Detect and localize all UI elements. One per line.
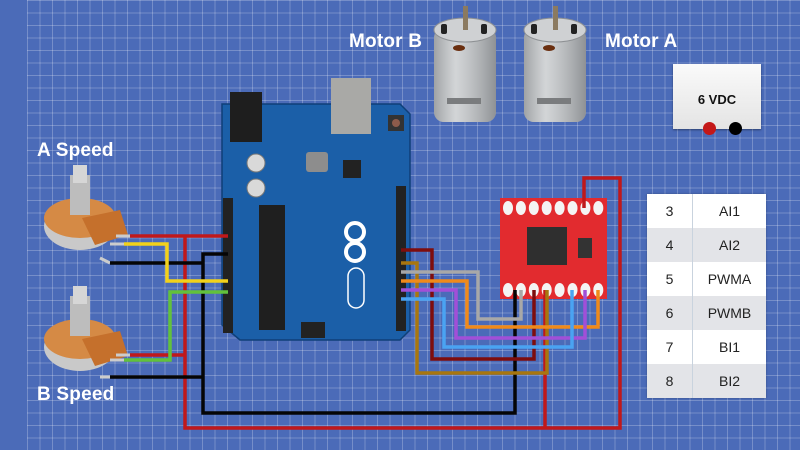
driver-chip bbox=[527, 227, 567, 265]
arduino-uno-board bbox=[221, 78, 411, 341]
pin5-wire bbox=[401, 279, 600, 329]
a1-wire bbox=[124, 290, 228, 362]
pin8-wire bbox=[401, 248, 536, 361]
pin-signal: PWMB bbox=[692, 296, 766, 330]
pin3-wire bbox=[401, 290, 574, 349]
positive-terminal bbox=[703, 122, 716, 135]
pin4-wire bbox=[401, 288, 587, 340]
potentiometer-a bbox=[44, 165, 135, 265]
driver-bottom-pad-stby bbox=[554, 283, 565, 297]
negative-terminal bbox=[729, 122, 742, 135]
pin-number: 8 bbox=[647, 364, 693, 398]
driver-top-pad-vm bbox=[593, 201, 604, 215]
left-header bbox=[223, 198, 233, 333]
driver-top-pad-b01 bbox=[515, 201, 526, 215]
pin-table-row: 3 AI1 bbox=[647, 194, 766, 228]
motor-b-label: Motor B bbox=[349, 31, 423, 52]
pin-signal: BI2 bbox=[692, 364, 766, 398]
a0-wire bbox=[124, 242, 228, 283]
power-supply: 6 VDC bbox=[673, 64, 761, 135]
power-wire-bus bbox=[183, 176, 622, 430]
driver-top-pad-a01 bbox=[554, 201, 565, 215]
reset-button bbox=[392, 119, 400, 127]
usb-port bbox=[331, 78, 371, 134]
motor-a-label: Motor A bbox=[605, 31, 678, 52]
pin-number: 5 bbox=[647, 262, 693, 296]
power-supply-label: 6 VDC bbox=[697, 92, 737, 107]
power-jack bbox=[230, 92, 262, 142]
pin-number: 7 bbox=[647, 330, 693, 364]
pot-b-label: B Speed bbox=[37, 384, 115, 405]
right-header bbox=[396, 186, 406, 331]
pin-number: 4 bbox=[647, 228, 693, 262]
pin6-wire bbox=[401, 270, 523, 321]
atmega-chip bbox=[259, 205, 285, 330]
pin-signal: AI1 bbox=[718, 203, 740, 219]
pot-a-label: A Speed bbox=[37, 140, 114, 161]
potentiometer-b bbox=[44, 286, 135, 379]
pin-table-row: 7 BI1 bbox=[647, 330, 766, 364]
pin-signal: BI1 bbox=[718, 339, 740, 355]
driver-top-pad-a02 bbox=[541, 201, 552, 215]
motor-b bbox=[433, 6, 497, 122]
driver-top-pad-b02 bbox=[528, 201, 539, 215]
pin-number: 3 bbox=[647, 194, 693, 228]
motor-a bbox=[523, 6, 587, 122]
driver-top-pad-gnd bbox=[567, 201, 578, 215]
pin-signal: PWMA bbox=[707, 271, 752, 287]
pin-number: 6 bbox=[647, 296, 693, 330]
driver-bottom-pad-gnd bbox=[503, 283, 513, 297]
pin-signal: AI2 bbox=[692, 228, 766, 262]
motor-driver-board bbox=[500, 198, 607, 299]
pin-table-row: 5 PWMA bbox=[647, 262, 766, 296]
driver-top-pad-gnd bbox=[503, 201, 513, 215]
